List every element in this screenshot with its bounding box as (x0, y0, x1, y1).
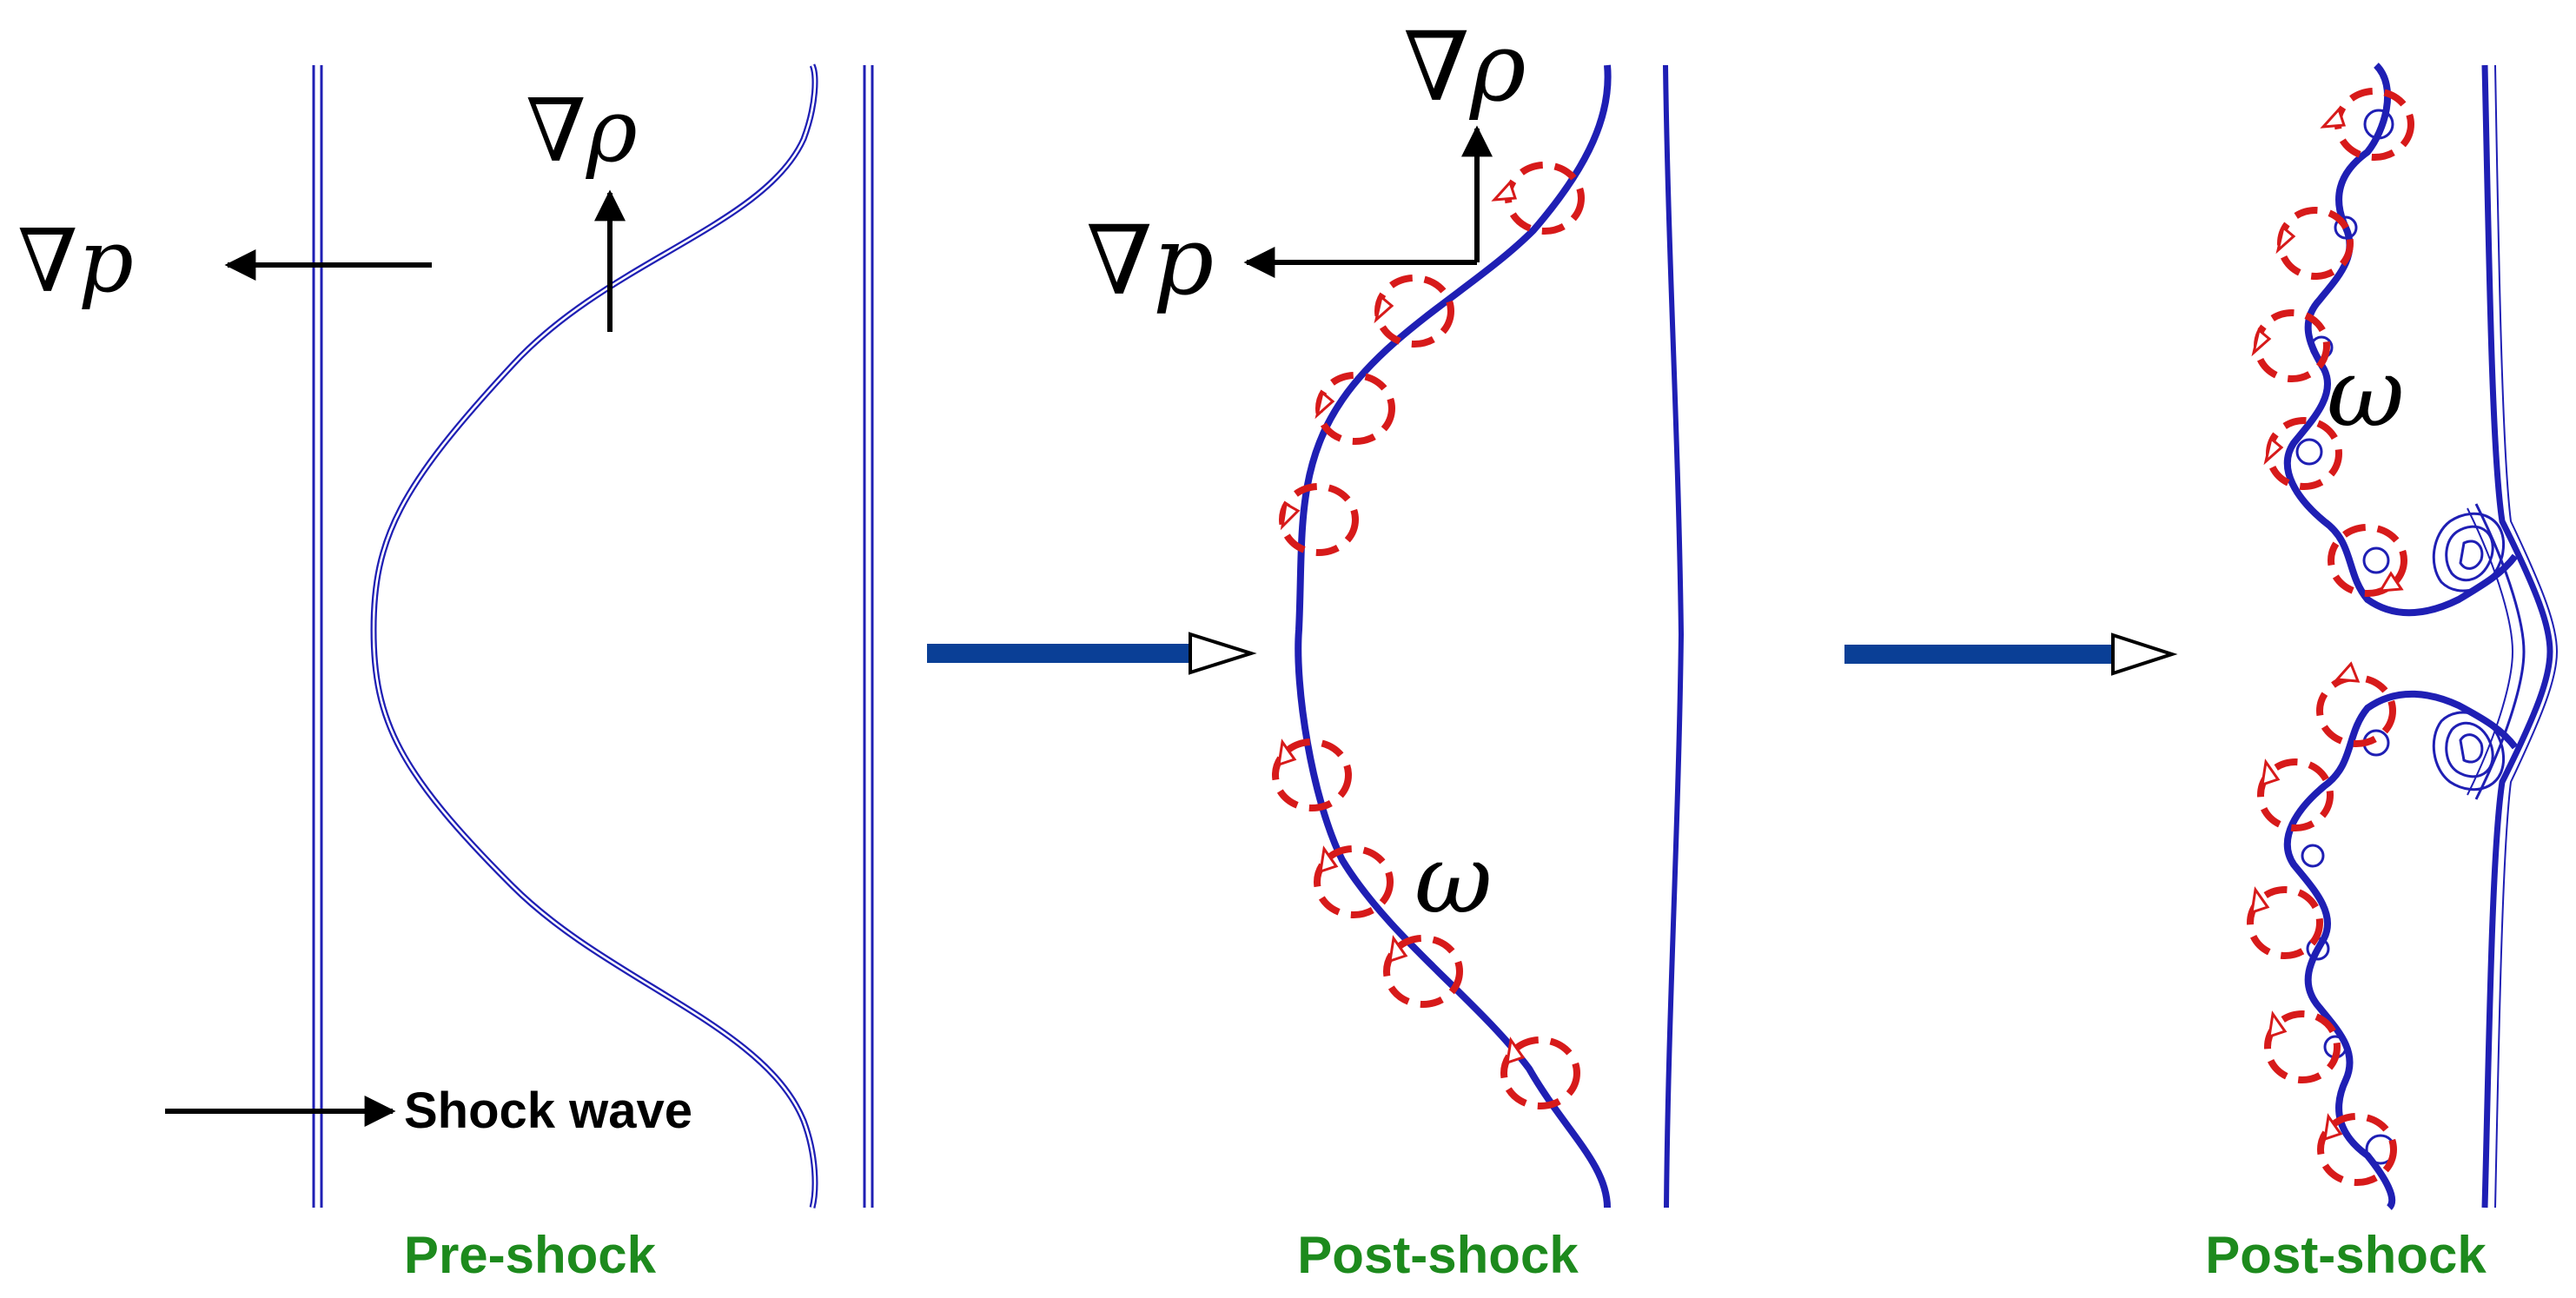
vortex-ring (2317, 1113, 2397, 1186)
vortex-ring (2316, 674, 2396, 747)
panel-pre-shock: ∇ρ ∇p Shock wave Pre-shock (17, 63, 874, 1284)
vortex-ring (2257, 758, 2334, 831)
deformed-interface (1295, 64, 1612, 1209)
vortex-ring (1314, 845, 1394, 918)
grad-p-label: ∇p (1086, 205, 1214, 316)
vorticity-label: ω (1414, 824, 1493, 935)
vortex-ring (2328, 524, 2407, 597)
transition-arrow-1 (927, 632, 1257, 675)
vortex-ring (1279, 483, 1359, 556)
shock-front-contours (2467, 64, 2559, 1209)
vortex-ring (1374, 275, 1454, 348)
vorticity-label: ω (2327, 337, 2405, 448)
transmitted-shock-line (1663, 64, 1685, 1209)
grad-rho-label: ∇ρ (1403, 11, 1526, 123)
panel-post-shock-late: ω Post-shock (2205, 63, 2559, 1284)
sinusoidal-interface (370, 63, 818, 1209)
grad-p-label: ∇p (17, 210, 134, 312)
mushroom-vortex-upper (2432, 512, 2505, 593)
rollup-details (2295, 109, 2396, 1165)
vortex-ring (2264, 1010, 2341, 1083)
vortex-ring (2277, 207, 2354, 280)
shock-lines-left (312, 65, 323, 1208)
vortex-ring (1383, 935, 1463, 1008)
mushroom-vortex-lower (2432, 711, 2505, 791)
panel-post-shock-early: ∇ρ ∇p ω Post-shock (1086, 11, 1685, 1284)
shock-wave-label: Shock wave (404, 1083, 692, 1139)
caption-post-shock-1: Post-shock (1297, 1226, 1579, 1284)
wavy-interface-lower (2283, 690, 2519, 1210)
transition-arrow-2 (1844, 632, 2178, 676)
wavy-interface-upper (2283, 63, 2519, 617)
vortex-ring (2254, 309, 2330, 382)
vortex-arrowheads-panel3 (2250, 107, 2404, 1142)
shock-lines-right (863, 65, 874, 1208)
vortex-ring (1272, 738, 1352, 811)
vortex-arrowheads-panel2 (1277, 180, 1526, 1065)
caption-post-shock-2: Post-shock (2205, 1226, 2487, 1284)
grad-rho-label: ∇ρ (526, 80, 638, 182)
caption-pre-shock: Pre-shock (404, 1226, 657, 1284)
vortex-ring (2247, 886, 2323, 959)
vortex-ring (1500, 1036, 1580, 1109)
